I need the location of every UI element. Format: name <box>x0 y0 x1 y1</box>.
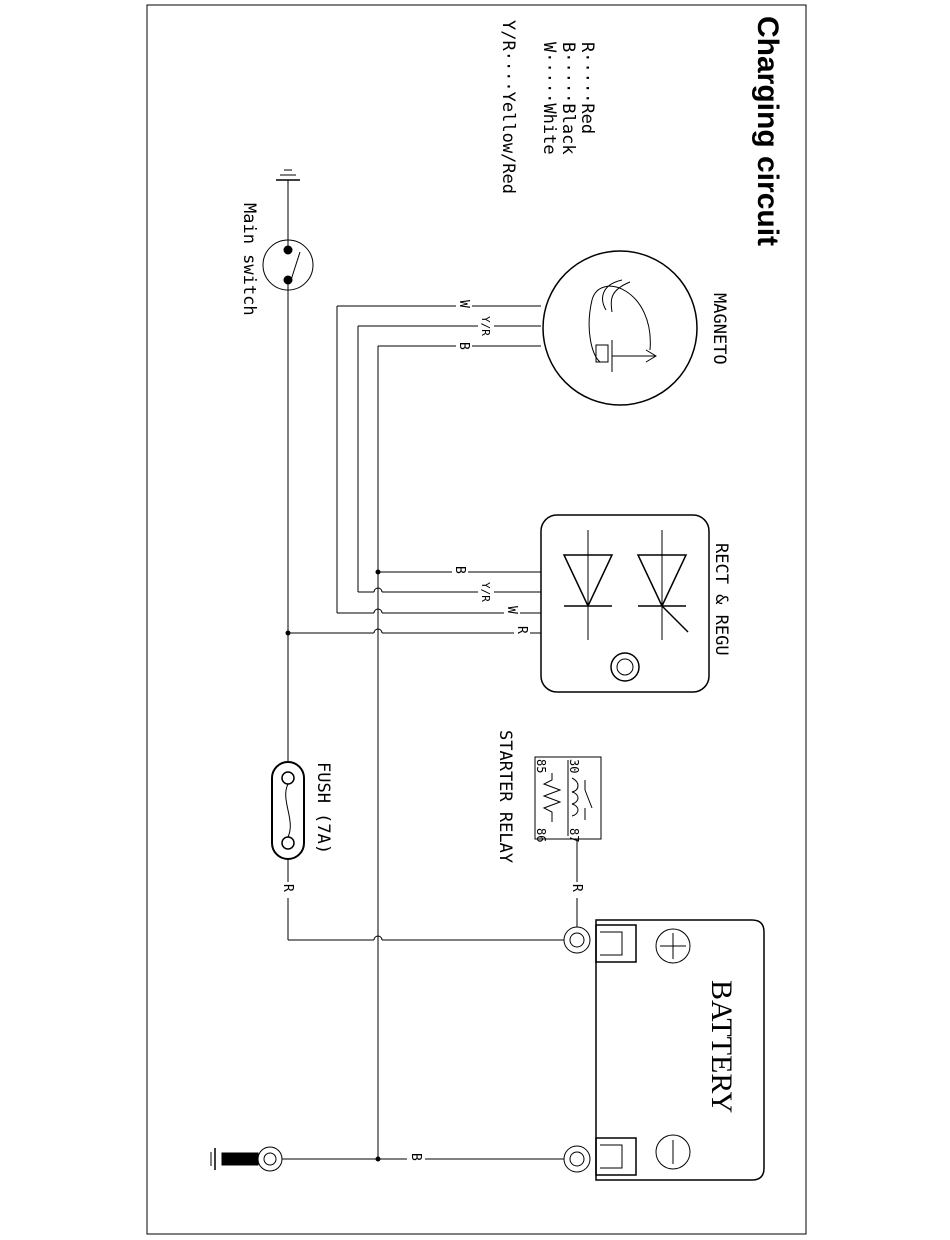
wire-label-reg-r: R <box>514 626 529 634</box>
regulator-box <box>541 515 709 692</box>
regulator-stud-outer <box>611 653 639 681</box>
rectifier-regulator: RECT & REGU <box>541 515 731 692</box>
chassis-ground-eyelet <box>258 1147 282 1171</box>
wiring <box>211 280 577 1171</box>
regulator-label: RECT & REGU <box>711 543 731 656</box>
wire-label-reg-b: B <box>452 566 467 574</box>
wire-label-reg-yr: Y/R <box>479 582 492 602</box>
fuse-label: FUSH (7A) <box>313 762 333 854</box>
wire-label-relay-r: R <box>569 884 584 892</box>
legend-black: B·····Black <box>558 42 578 155</box>
relay-label: STARTER RELAY <box>495 730 515 863</box>
main-switch: Main switch <box>239 170 313 316</box>
relay-pin-85: 85 <box>534 759 548 773</box>
battery-positive-eyelet <box>564 927 590 953</box>
battery-negative-terminal <box>596 1138 636 1175</box>
main-switch-label: Main switch <box>239 203 259 316</box>
legend-white: W·····White <box>539 42 559 155</box>
wire-label-ground-b: B <box>408 1153 423 1161</box>
legend-red: R·····Red <box>577 42 597 134</box>
starter-relay: 30 85 86 87 STARTER RELAY <box>495 730 601 863</box>
regulator-stud-inner <box>617 659 633 675</box>
chassis-ground-icon <box>222 1153 258 1165</box>
fuse-element-icon <box>286 784 291 837</box>
battery-label: BATTERY <box>705 980 738 1113</box>
diagram-title: Charging circuit <box>751 16 784 246</box>
color-legend: R·····Red B·····Black W·····White Y/R···… <box>498 20 597 194</box>
battery-negative-eyelet <box>564 1146 590 1172</box>
magneto-circle <box>543 251 697 405</box>
fuse: FUSH (7A) <box>272 762 333 859</box>
wire-label-fuse-r: R <box>280 884 295 892</box>
relay-coil-icon <box>544 773 560 822</box>
wire-label-reg-w: W <box>504 606 519 614</box>
relay-pin-86: 86 <box>534 828 548 842</box>
battery-positive-terminal <box>596 925 636 962</box>
magneto-label: MAGNETO <box>709 293 729 365</box>
relay-pin-87: 87 <box>567 828 581 842</box>
relay-pin-30: 30 <box>567 759 581 773</box>
wire-label-magneto-yr: Y/R <box>479 316 492 336</box>
magneto-coil-icon <box>589 280 656 372</box>
battery: BATTERY <box>564 920 764 1180</box>
wire-label-magneto-w: W <box>456 300 471 308</box>
wire-label-magneto-b: B <box>456 342 471 350</box>
legend-yellow-red: Y/R····Yellow/Red <box>498 20 518 194</box>
magneto: MAGNETO <box>543 251 729 405</box>
